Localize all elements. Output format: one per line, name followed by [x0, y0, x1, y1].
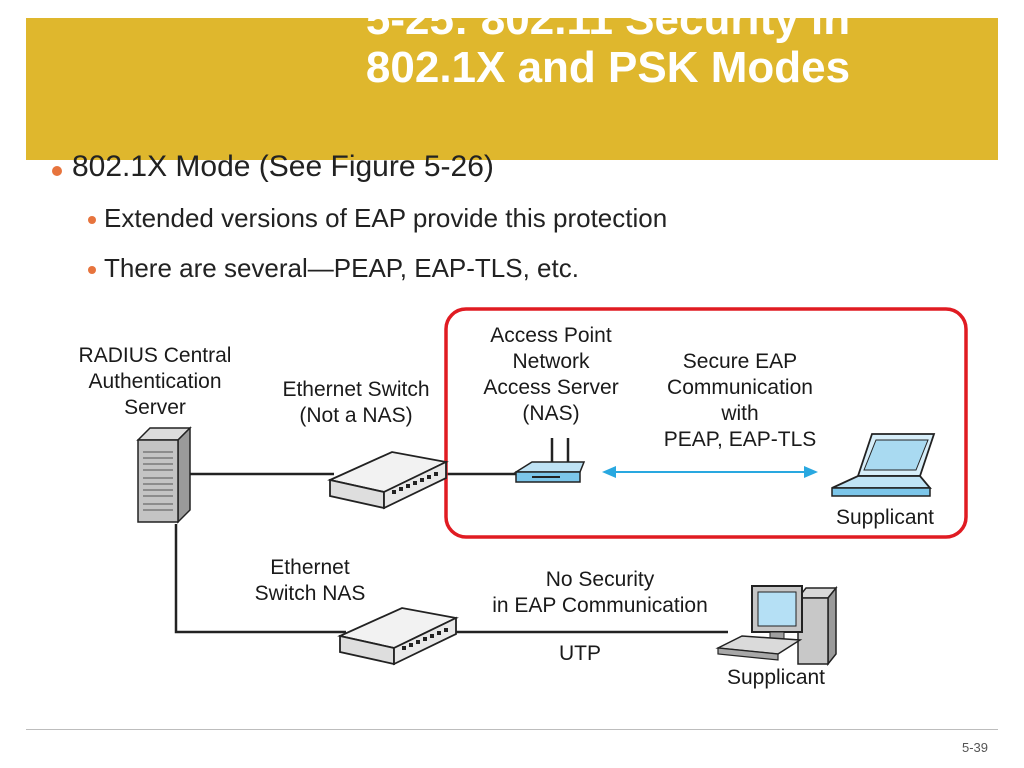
access-point-label-1: Access Point [490, 324, 612, 347]
secure-eap-label-1: Secure EAP [683, 350, 797, 373]
footer-divider [26, 729, 998, 730]
access-point-icon [513, 438, 586, 483]
page-number: 5-39 [961, 740, 988, 755]
bullet-2: Extended versions of EAP provide this pr… [104, 203, 668, 233]
no-security-label-1: No Security [546, 568, 655, 591]
no-security-label-2: in EAP Communication [492, 594, 708, 617]
access-point-label-2: Network [512, 350, 590, 373]
laptop-icon [831, 433, 936, 497]
secure-eap-label-4: PEAP, EAP-TLS [664, 428, 817, 451]
access-point-label-3: Access Server [483, 376, 618, 399]
radius-server-label-2: Authentication [88, 370, 221, 393]
supplicant-bottom-label: Supplicant [727, 666, 825, 689]
radius-server-label-3: Server [124, 396, 186, 419]
secure-eap-label-2: Communication [667, 376, 813, 399]
title-line-2: 802.1X and PSK Modes [365, 43, 851, 92]
server-icon [136, 426, 192, 524]
switch-icon [327, 451, 449, 510]
network-cables [174, 472, 728, 634]
bullet-dot [88, 266, 96, 274]
bullet-dot [88, 216, 96, 224]
slide-title: 5-25: 802.11 Security in 802.1X and PSK … [26, 18, 998, 92]
radius-server-label-1: RADIUS Central [79, 344, 232, 367]
highlight-box [444, 307, 968, 539]
secure-eap-arrow [602, 466, 818, 478]
title-line-1: 5-25: 802.11 Security in [365, 18, 851, 44]
utp-label: UTP [559, 642, 601, 665]
bullet-1: 802.1X Mode (See Figure 5-26) [72, 150, 494, 183]
bullet-3: There are several—PEAP, EAP-TLS, etc. [104, 253, 579, 283]
secure-eap-label-3: with [720, 402, 758, 425]
bullet-dot [52, 166, 62, 176]
ethernet-switch-label-1: Ethernet Switch [282, 378, 429, 401]
ethernet-switch-nas-label-1: Ethernet [270, 556, 350, 579]
ethernet-switch-nas-label-2: Switch NAS [255, 582, 366, 605]
desktop-computer-icon [715, 585, 838, 667]
supplicant-top-label: Supplicant [836, 506, 934, 529]
access-point-label-4: (NAS) [522, 402, 579, 425]
ethernet-switch-label-2: (Not a NAS) [299, 404, 412, 427]
title-bar: 5-25: 802.11 Security in 802.1X and PSK … [26, 18, 998, 160]
switch-nas-icon [337, 607, 459, 666]
